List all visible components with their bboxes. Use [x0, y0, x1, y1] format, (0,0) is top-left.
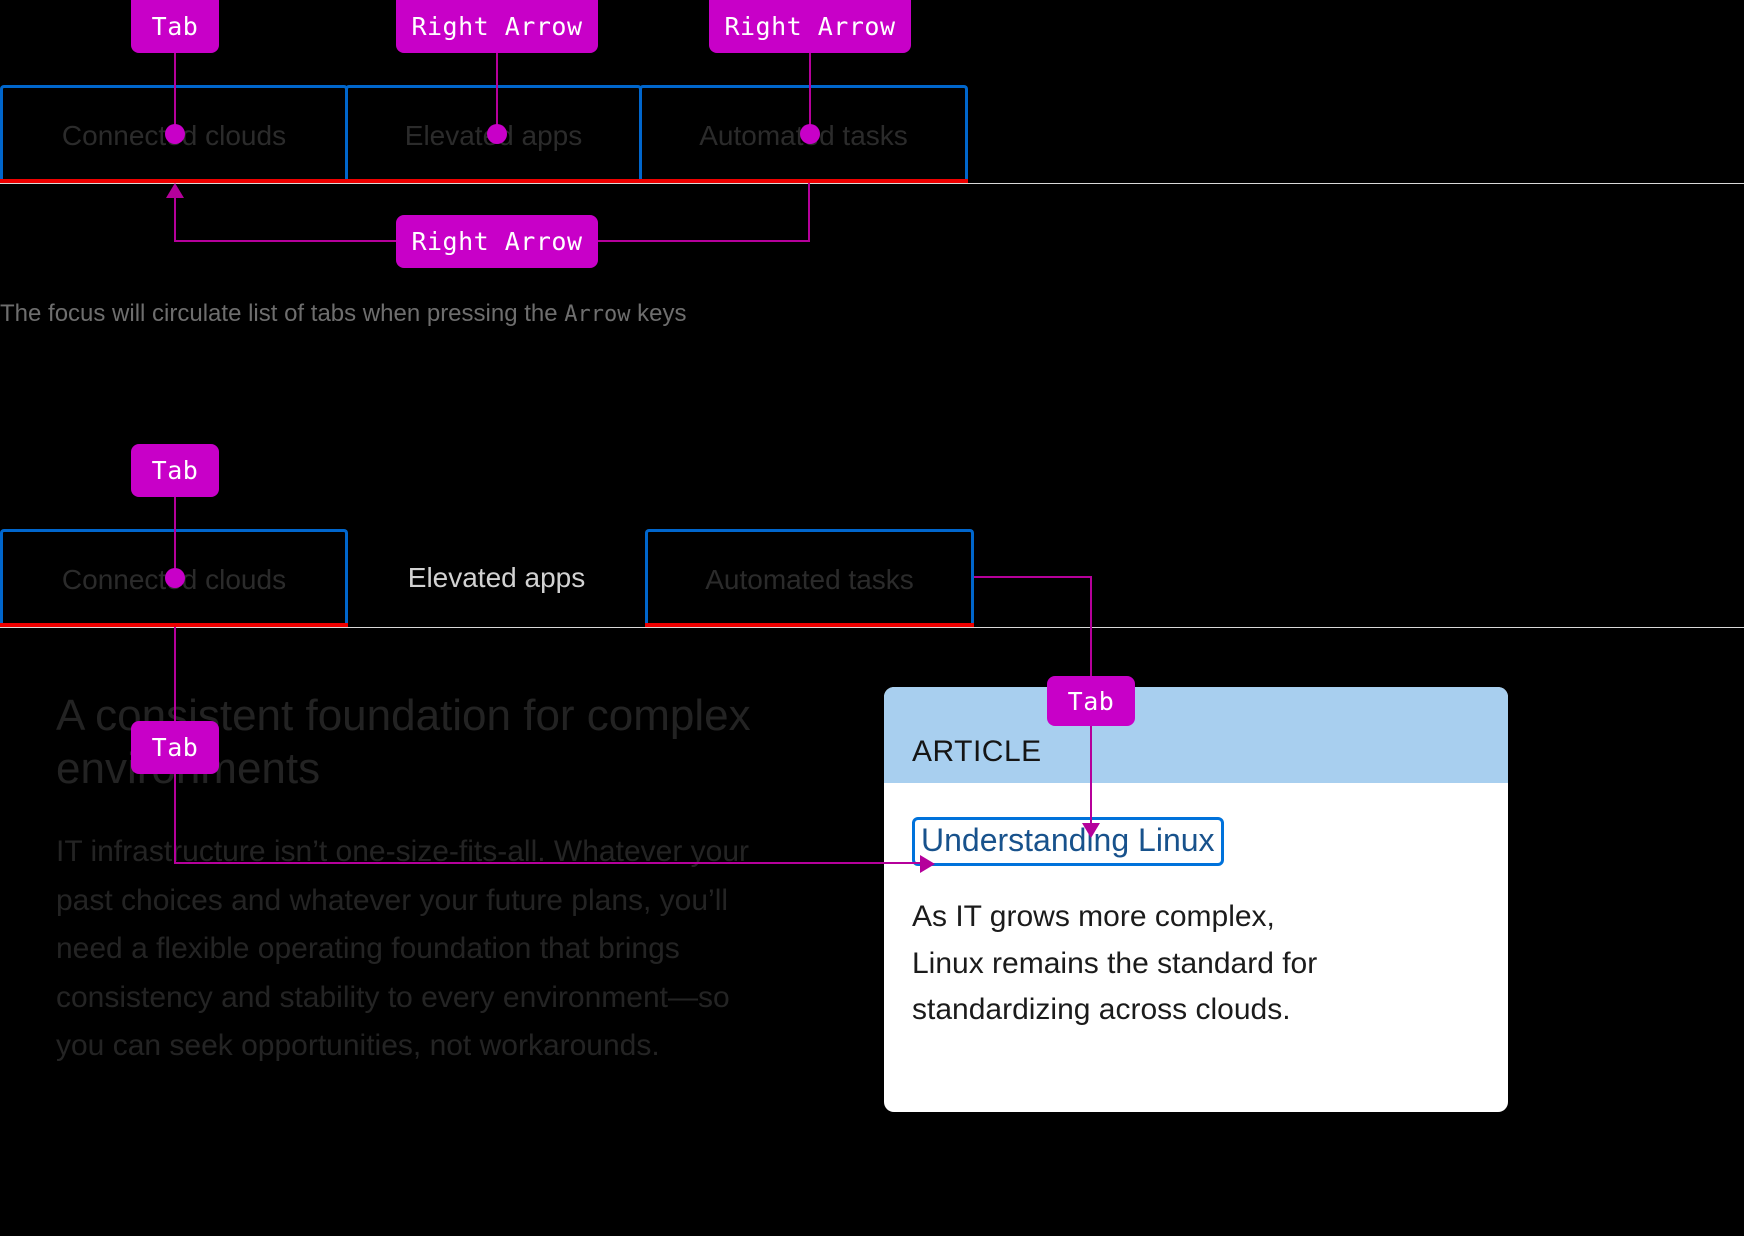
connector-dot-3	[800, 124, 820, 144]
connector-tab-1	[174, 53, 176, 133]
caption-key-name: Arrow	[564, 302, 631, 327]
caption-text-before: The focus will circulate list of tabs wh…	[0, 300, 565, 327]
wrap-connector-up	[174, 196, 176, 242]
key-badge-right-arrow-wrap: Right Arrow	[396, 215, 598, 268]
tablist-2[interactable]: Connected clouds Elevated apps Automated…	[0, 529, 974, 627]
connector-dot-2	[487, 124, 507, 144]
tablist-rule-1	[0, 183, 1744, 184]
key-badge-right-arrow-2: Right Arrow	[709, 0, 911, 53]
caption-text-after: keys	[630, 300, 687, 327]
tab-elevated-apps-2[interactable]: Elevated apps	[348, 529, 645, 627]
article-card: ARTICLE Understanding Linux As IT grows …	[884, 687, 1508, 1112]
article-kicker: ARTICLE	[912, 735, 1042, 768]
tablist-1[interactable]: Connected clouds Elevated apps Automated…	[0, 85, 968, 183]
section-body-copy: IT infrastructure isn’t one-size-fits-al…	[56, 835, 750, 1063]
article-link-understanding-linux[interactable]: Understanding Linux	[912, 817, 1224, 866]
connector-dot-1	[165, 124, 185, 144]
connector-to-card-link	[174, 862, 922, 864]
wrap-connector-arrowhead	[166, 183, 184, 198]
connector-arrow-2	[809, 53, 811, 133]
connector-card-into-link	[1090, 726, 1092, 826]
key-badge-tab-card: Tab	[1047, 676, 1135, 726]
connector-arrow-1	[496, 53, 498, 133]
connector-card-across	[974, 576, 1092, 578]
article-card-text: As IT grows more complex, Linux remains …	[912, 900, 1318, 1026]
connector-tab-2-top	[174, 497, 176, 577]
article-card-header: ARTICLE	[884, 687, 1508, 783]
key-badge-tab-2: Tab	[131, 444, 219, 497]
connector-card-arrowhead	[1082, 823, 1100, 838]
connector-tab-3-lower	[174, 774, 176, 864]
connector-dot-4	[165, 568, 185, 588]
connector-to-card-link-arrowhead	[920, 855, 935, 873]
connector-card-down	[1090, 576, 1092, 684]
section-one-caption: The focus will circulate list of tabs wh…	[0, 300, 687, 328]
tab-automated-tasks-2[interactable]: Automated tasks	[645, 529, 974, 627]
tab-label: Automated tasks	[705, 563, 914, 595]
connector-tab-3-upper	[174, 627, 176, 726]
article-card-body: Understanding Linux As IT grows more com…	[884, 783, 1508, 1062]
tablist-rule-2	[0, 627, 1744, 628]
wrap-connector-down	[808, 183, 810, 242]
key-badge-tab-1: Tab	[131, 0, 219, 53]
tab-label: Elevated apps	[407, 562, 586, 593]
key-badge-tab-3: Tab	[131, 721, 219, 774]
key-badge-right-arrow-1: Right Arrow	[396, 0, 598, 53]
